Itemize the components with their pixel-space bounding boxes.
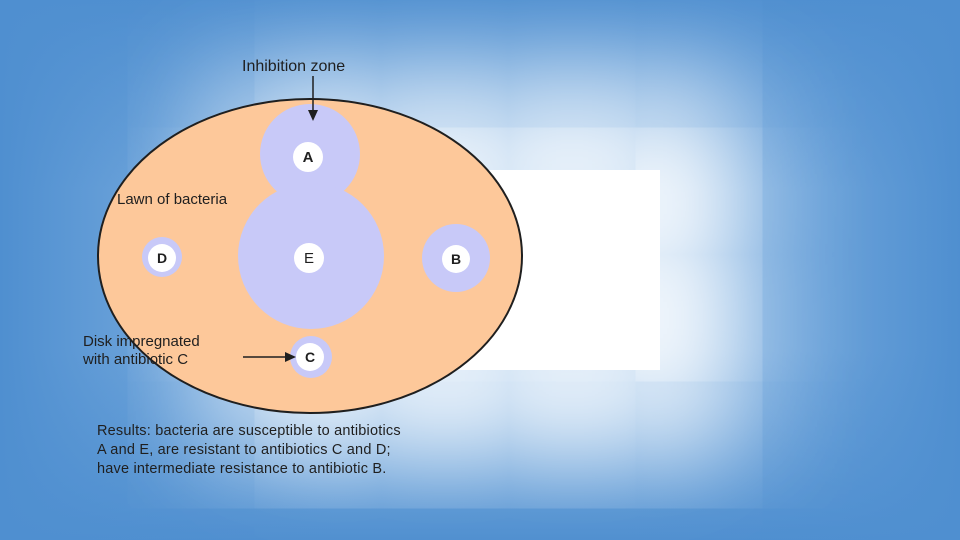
disk-a-label: A	[303, 149, 314, 166]
inhibition-zone-arrowhead	[308, 110, 318, 121]
disk-e-label: E	[304, 250, 314, 267]
results-text: Results: bacteria are susceptible to ant…	[97, 422, 567, 479]
disk-arrowhead	[285, 352, 296, 362]
disk-c-label: C	[305, 349, 315, 365]
results-line-2: A and E, are resistant to antibiotics C …	[97, 442, 391, 458]
disk-label-line1: Disk impregnated	[83, 333, 200, 350]
disk-d	[148, 244, 176, 272]
disk-label-line2: with antibiotic C	[82, 351, 188, 368]
disk-a	[293, 142, 323, 172]
results-line-3: have intermediate resistance to antibiot…	[97, 461, 387, 477]
inhibition-zone-label: Inhibition zone	[242, 58, 345, 75]
disk-b	[442, 245, 470, 273]
disk-b-label: B	[451, 251, 461, 267]
disk-d-label: D	[157, 250, 167, 266]
lawn-label: Lawn of bacteria	[117, 191, 228, 208]
disk-e	[294, 243, 324, 273]
results-line-1: Results: bacteria are susceptible to ant…	[97, 423, 401, 439]
disk-c	[296, 343, 324, 371]
